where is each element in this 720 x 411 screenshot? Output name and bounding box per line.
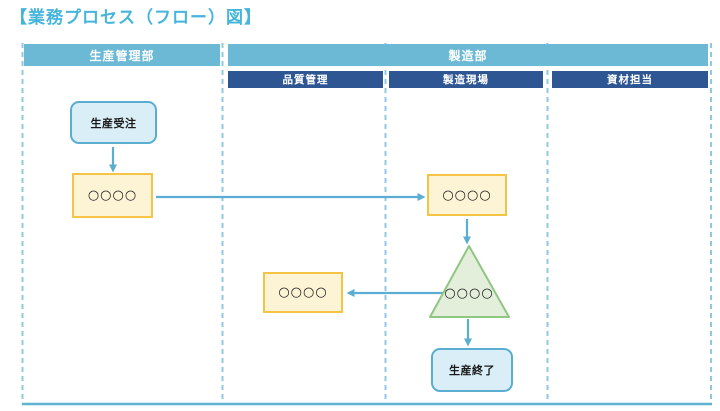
node-label: 生産終了 <box>449 364 495 377</box>
lane-header-production-management: 生産管理部 <box>24 44 220 66</box>
lane-header-label: 製造部 <box>448 48 488 63</box>
page-title: 【業務プロセス（フロー）図】 <box>10 8 262 28</box>
node-label: ○○○○ <box>442 187 492 203</box>
node-label: 生産受注 <box>90 116 137 130</box>
node-label: ○○○○ <box>278 285 328 300</box>
node-label: ○○○○ <box>87 188 138 203</box>
node-production-end: 生産終了 <box>431 348 513 392</box>
sub-lane-header-factory-floor: 製造現場 <box>389 71 543 88</box>
sub-lane-label: 資材担当 <box>607 74 653 86</box>
node-process-factory: ○○○○ <box>427 174 507 216</box>
lane-header-label: 生産管理部 <box>89 48 155 63</box>
sub-lane-header-materials: 資材担当 <box>552 71 708 88</box>
node-process-pm: ○○○○ <box>72 173 153 218</box>
sub-lane-header-quality-control: 品質管理 <box>228 71 383 88</box>
sub-lane-label: 品質管理 <box>282 74 329 86</box>
node-decision-triangle-label: ○○○○ <box>444 286 494 301</box>
node-process-qc: ○○○○ <box>263 272 343 313</box>
sub-lane-label: 製造現場 <box>443 74 489 86</box>
node-production-order: 生産受注 <box>70 101 157 144</box>
lane-header-manufacturing: 製造部 <box>228 44 708 66</box>
decision-triangle-shape <box>429 245 510 318</box>
